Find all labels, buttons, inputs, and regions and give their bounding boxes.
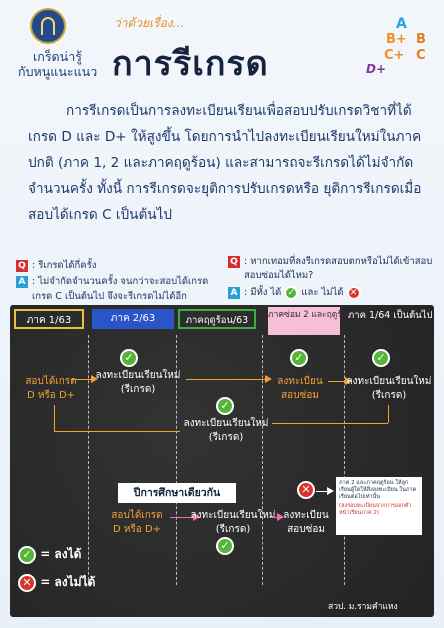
q2-text-2: สอบซ่อมได้ไหม? xyxy=(244,270,314,281)
a1-text-1: : ไม่จำกัดจำนวนครั้ง จนกว่าจะสอบได้เกรด xyxy=(32,276,209,287)
check-icon: ✓ xyxy=(372,349,390,367)
grade-c-plus: C+ xyxy=(384,48,405,63)
flow-arrow-pink xyxy=(170,513,200,521)
university-logo-icon xyxy=(30,8,66,44)
reg-exam-line-1: ลงทะเบียน xyxy=(277,376,323,387)
flow-arrow-pink xyxy=(272,513,284,521)
qa-2-question: Q : หากเทอมที่ลงรีเกรดสอบตกหรือไม่ได้เข้า… xyxy=(228,254,432,269)
cross-icon: ✕ xyxy=(18,573,36,592)
summer-reg-line-2: (รีเกรด) xyxy=(208,432,244,443)
start2-line-2: D หรือ D+ xyxy=(112,524,162,535)
grade-a: A xyxy=(396,16,407,32)
a-badge-icon: A xyxy=(16,275,28,288)
q-badge-icon: Q xyxy=(16,259,28,272)
qa-1-question: Q : รีเกรดได้กี่ครั้ง xyxy=(16,258,96,273)
check-icon: ✓ xyxy=(284,285,299,300)
qa-1-answer: A : ไม่จำกัดจำนวนครั้ง จนกว่าจะสอบได้เกรด xyxy=(16,274,208,289)
cross-icon: ✕ xyxy=(346,285,361,300)
start-node-line-2: D หรือ D+ xyxy=(26,390,76,401)
page-title: การรีเกรด xyxy=(112,44,269,84)
flow-line xyxy=(272,423,388,424)
final-reg-line-1: ลงทะเบียนเรียนใหม่ xyxy=(346,376,432,387)
col-header-term1-64: ภาค 1/64 เป็นต้นไป xyxy=(348,310,433,321)
header: เกร็ดน่ารู้ กับหนูแนะแนว ว่าด้วยเรื่อง..… xyxy=(0,0,444,90)
check-icon: ✓ xyxy=(216,537,234,555)
summer-reg-node: ลงทะเบียนเรียนใหม่ (รีเกรด) xyxy=(176,417,276,445)
note-box: ภาค 2 และภาคฤดูร้อน ให้ลูกเรียนผู้ใดให้ส… xyxy=(336,477,422,535)
q2-text-1: : หากเทอมที่ลงรีเกรดสอบตกหรือไม่ได้เข้าส… xyxy=(244,256,433,267)
col-header-term1-63: ภาค 1/63 xyxy=(14,309,84,329)
grade-b-plus: B+ xyxy=(386,32,407,47)
grade-d-plus: D+ xyxy=(366,62,387,76)
summer-reg-line-1: ลงทะเบียนเรียนใหม่ xyxy=(183,418,269,429)
grade-letters-art: A B+ B C+ C D+ xyxy=(356,10,436,80)
flow-line xyxy=(54,431,180,432)
grade-c: C xyxy=(416,48,426,63)
flow-line xyxy=(388,405,389,423)
exam2-line-1: ลงทะเบียน xyxy=(283,510,329,521)
col-header-term2-63: ภาค 2/63 xyxy=(92,309,174,329)
a2-text-mid: และ ไม่ได้ xyxy=(301,287,344,298)
reg-new-line-2: (รีเกรด) xyxy=(120,384,156,395)
start2-line-1: สอบได้เกรด xyxy=(111,510,163,521)
final-reg-line-2: (รีเกรด) xyxy=(371,390,407,401)
note-text: ภาค 2 และภาคฤดูร้อน ให้ลูกเรียนผู้ใดให้ส… xyxy=(339,480,417,500)
flow-arrow xyxy=(72,375,98,383)
column-divider xyxy=(262,335,263,585)
reg2-line-1: ลงทะเบียนเรียนใหม่ xyxy=(190,510,276,521)
subtitle: ว่าด้วยเรื่อง... xyxy=(114,16,185,30)
column-divider xyxy=(176,335,177,585)
check-icon: ✓ xyxy=(120,349,138,367)
q1-text: : รีเกรดได้กี่ครั้ง xyxy=(32,260,97,271)
column-divider xyxy=(344,335,345,585)
same-year-label: ปีการศึกษาเดียวกัน xyxy=(118,483,236,503)
col-header-summer-63: ภาคฤดูร้อน/63 xyxy=(178,309,256,329)
legend-can: ✓ = ลงได้ xyxy=(18,545,81,564)
exam2-line-2: สอบซ่อม xyxy=(287,524,325,535)
col-header-makeup-63: ภาคซ่อม 2 และฤดูร้อน/63 xyxy=(268,307,366,335)
flow-line xyxy=(54,405,55,431)
column-divider xyxy=(88,335,89,585)
a1-text-2: เกรด C เป็นต้นไป จึงจะรีเกรดไม่ได้อีก xyxy=(32,291,187,302)
q-badge-icon: Q xyxy=(228,255,240,268)
reg-exam-node: ลงทะเบียน สอบซ่อม xyxy=(268,375,332,403)
legend-can-label: = ลงได้ xyxy=(40,547,82,561)
reg2-line-2: (รีเกรด) xyxy=(215,524,251,535)
reg-new-node: ลงทะเบียนเรียนใหม่ (รีเกรด) xyxy=(90,369,186,397)
start-node-line-1: สอบได้เกรด xyxy=(25,376,77,387)
reg-exam-line-2: สอบซ่อม xyxy=(281,390,319,401)
legend-cannot: ✕ = ลงไม่ได้ xyxy=(18,573,95,592)
reg-new-line-1: ลงทะเบียนเรียนใหม่ xyxy=(95,370,181,381)
start-node-2: สอบได้เกรด D หรือ D+ xyxy=(102,509,172,537)
a2-text-prefix: : มีทั้ง ได้ xyxy=(244,287,282,298)
exam-node-2: ลงทะเบียน สอบซ่อม xyxy=(274,509,338,537)
brand-line-2: กับหนูแนะแนว xyxy=(18,64,98,79)
final-reg-node: ลงทะเบียนเรียนใหม่ (รีเกรด) xyxy=(346,375,432,403)
retake-flow-board: ภาค 1/63 ภาค 2/63 ภาคฤดูร้อน/63 ภาคซ่อม … xyxy=(10,305,434,617)
note-subtext: (ลงรอบทะเบียนจากการออกตัวหน้าเรียนภาค 2) xyxy=(339,503,412,516)
credit: สวป. ม.รามคำแหง xyxy=(328,602,398,612)
check-icon: ✓ xyxy=(290,349,308,367)
reg-new-node-2: ลงทะเบียนเรียนใหม่ (รีเกรด) xyxy=(182,509,284,537)
flow-arrow xyxy=(186,375,272,383)
intro-paragraph: การรีเกรดเป็นการลงทะเบียนเรียนเพื่อสอบปร… xyxy=(28,103,422,223)
legend-cannot-label: = ลงไม่ได้ xyxy=(40,575,96,589)
flow-arrow xyxy=(328,377,352,385)
check-icon: ✓ xyxy=(18,545,36,564)
grade-b: B xyxy=(416,32,426,47)
check-icon: ✓ xyxy=(216,397,234,415)
flow-arrow-white xyxy=(316,487,334,495)
a-badge-icon: A xyxy=(228,286,240,299)
qa-2-answer: A : มีทั้ง ได้ ✓ และ ไม่ได้ ✕ xyxy=(228,285,361,300)
brand-line-1: เกร็ดน่ารู้ xyxy=(33,49,82,64)
start-node: สอบได้เกรด D หรือ D+ xyxy=(16,375,86,403)
cross-icon: ✕ xyxy=(297,481,315,499)
